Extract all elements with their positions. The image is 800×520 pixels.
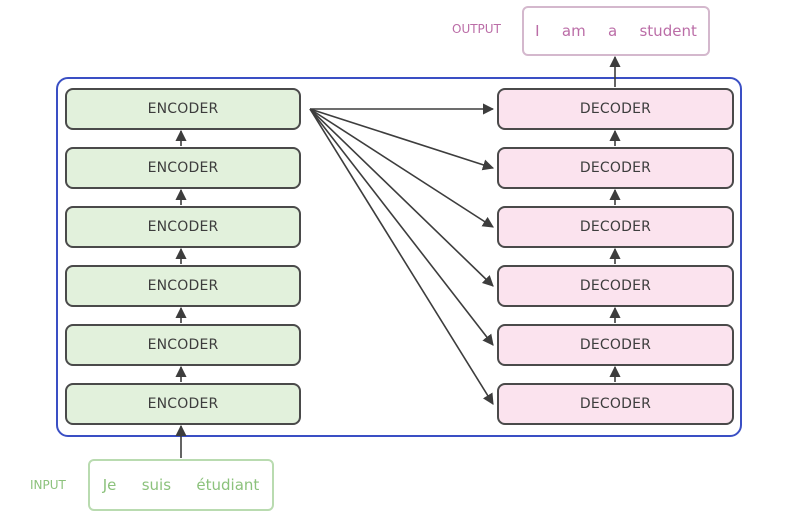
input-sentence-box: Je suis étudiant	[88, 459, 274, 511]
output-word: am	[561, 22, 586, 40]
encoder-to-decoder-arrow	[309, 108, 494, 405]
output-word: student	[639, 22, 697, 40]
output-word: a	[607, 22, 618, 40]
decoder-block: DECODER	[497, 265, 734, 307]
decoder-block: DECODER	[497, 147, 734, 189]
output-word: I	[535, 22, 540, 40]
decoder-block: DECODER	[497, 324, 734, 366]
input-word: étudiant	[196, 476, 260, 494]
input-word: suis	[141, 476, 172, 494]
decoder-block: DECODER	[497, 88, 734, 130]
input-label: INPUT	[30, 478, 66, 492]
input-word: Je	[102, 476, 117, 494]
output-label: OUTPUT	[452, 22, 501, 36]
decoder-block: DECODER	[497, 206, 734, 248]
encoder-block: ENCODER	[65, 206, 301, 248]
encoder-block: ENCODER	[65, 324, 301, 366]
output-sentence-box: I am a student	[522, 6, 710, 56]
encoder-to-decoder-arrow	[309, 108, 494, 228]
encoder-to-decoder-arrow	[309, 108, 494, 346]
encoder-to-decoder-arrow	[309, 108, 495, 171]
encoder-block: ENCODER	[65, 147, 301, 189]
decoder-block: DECODER	[497, 383, 734, 425]
encoder-block: ENCODER	[65, 265, 301, 307]
encoder-to-decoder-arrow	[309, 108, 494, 287]
encoder-decoder-frame	[56, 77, 742, 437]
encoder-block: ENCODER	[65, 88, 301, 130]
encoder-block: ENCODER	[65, 383, 301, 425]
